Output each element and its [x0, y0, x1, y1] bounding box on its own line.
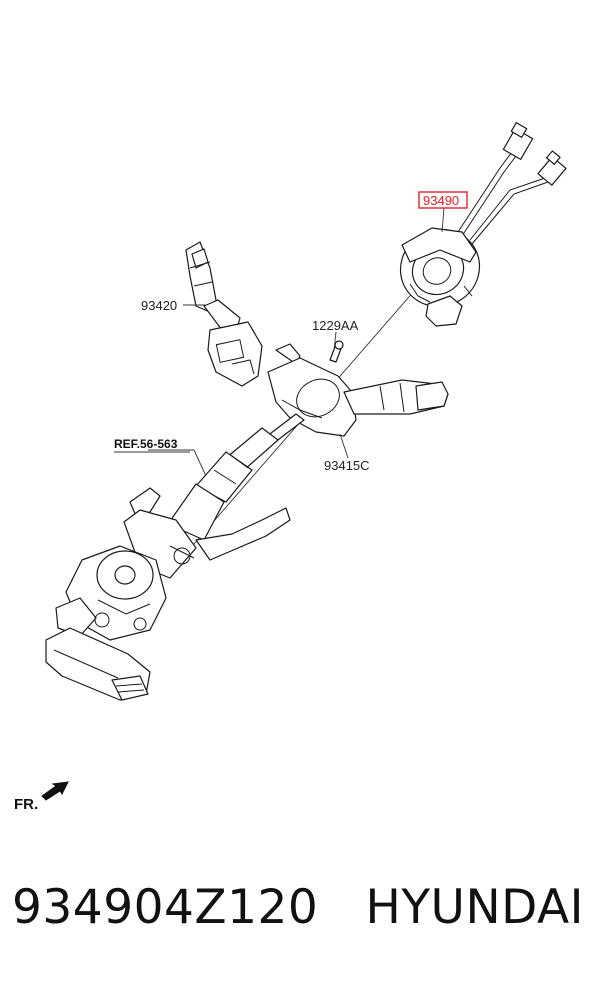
clock-spring-part: [399, 227, 481, 327]
part-number-text: 934904Z120: [12, 880, 319, 935]
brand-text: HYUNDAI: [365, 880, 584, 935]
label-reference: REF.56-563: [114, 437, 178, 451]
label-clock-spring: 93490: [423, 193, 459, 208]
label-screw: 1229AA: [312, 318, 359, 333]
leader-lines: [114, 207, 445, 477]
front-arrow-icon: [41, 781, 69, 801]
eps-motor-unit: [55, 545, 167, 641]
multifunction-switch-part: [267, 343, 449, 437]
label-light-switch: 93420: [141, 298, 177, 313]
caption-bar: 934904Z120 HYUNDAI: [0, 878, 600, 948]
highlight-box: [418, 191, 468, 209]
steering-column-shaft: [167, 413, 305, 541]
light-switch-part: [185, 241, 263, 387]
exploded-parts-diagram: 93490 93420 1229AA 93415C REF.56-563 FR.: [14, 122, 567, 813]
eps-control-module: [45, 627, 151, 701]
label-multifunction-switch: 93415C: [324, 458, 370, 473]
screw-part: [329, 340, 344, 363]
part-labels: 93490 93420 1229AA 93415C REF.56-563: [114, 191, 468, 473]
front-label: FR.: [14, 796, 38, 813]
front-indicator: FR.: [14, 781, 69, 813]
clock-spring-wires: [457, 122, 567, 245]
